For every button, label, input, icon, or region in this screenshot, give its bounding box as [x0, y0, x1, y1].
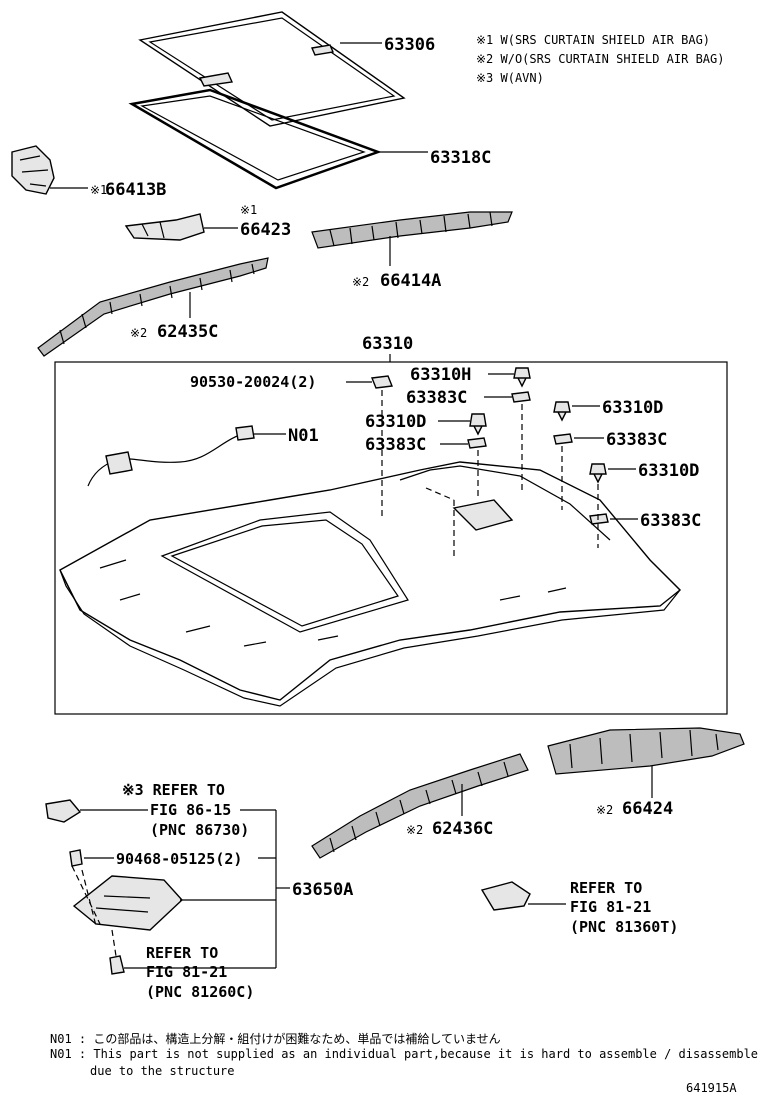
clip-icon [469, 413, 487, 436]
pad-icon [371, 375, 393, 389]
ref1-line1: ※3 REFER TO [122, 781, 225, 799]
label-63318C: 63318C [430, 148, 491, 168]
footnote-en-1: N01 : This part is not supplied as an in… [50, 1047, 758, 1061]
label-66423: 66423 [240, 220, 291, 240]
clip-icon [511, 391, 531, 403]
label-66414A: 66414A [380, 271, 441, 291]
label-63310D-1: 63310D [365, 412, 426, 432]
label-90530: 90530-20024(2) [190, 373, 316, 391]
ref2-line1: REFER TO [570, 879, 642, 897]
legend-line-2: ※2 W/O(SRS CURTAIN SHIELD AIR BAG) [476, 52, 724, 66]
mark-66423: ※1 [240, 203, 257, 217]
mark-62435C: ※2 [130, 326, 147, 340]
label-63310H: 63310H [410, 365, 471, 385]
footnote-jp: N01 : この部品は、構造上分解・組付けが困難なため、単品では補給していません [50, 1031, 501, 1046]
pillar-garnish-62436C-icon [311, 753, 529, 859]
label-63310D-2: 63310D [602, 398, 663, 418]
clip-icon [553, 401, 571, 422]
label-90468: 90468-05125(2) [116, 850, 242, 868]
ref3-line1: REFER TO [146, 944, 218, 962]
label-63306: 63306 [384, 35, 435, 55]
map-lamp-icon [71, 865, 183, 931]
headliner-assembly-frame [54, 361, 728, 715]
room-lamp-icon [480, 881, 531, 911]
ref3-line2: FIG 81-21 [146, 963, 227, 981]
clip-icon [589, 513, 609, 525]
label-62435C: 62435C [157, 322, 218, 342]
headliner-icon [59, 461, 682, 707]
legend-line-3: ※3 W(AVN) [476, 71, 544, 85]
figure-id: 641915A [686, 1081, 737, 1095]
label-N01: N01 [288, 426, 319, 446]
label-63383C-3: 63383C [606, 430, 667, 450]
lamp-socket-icon [45, 799, 82, 823]
screw-icon [69, 849, 83, 867]
clip-icon [553, 433, 573, 445]
label-62436C: 62436C [432, 819, 493, 839]
clip-icon [513, 367, 531, 388]
wire-harness-icon [87, 425, 255, 487]
clip-icon [467, 437, 487, 449]
pillar-garnish-62435C-icon [37, 257, 269, 357]
mark-66414A: ※2 [352, 275, 369, 289]
bracket-icon [11, 145, 55, 195]
rail-cover-66414A-icon [311, 211, 513, 249]
ref1-line3: (PNC 86730) [150, 821, 249, 839]
bulb-icon [109, 929, 125, 975]
bracket-icon [124, 213, 205, 241]
label-63310: 63310 [362, 334, 413, 354]
label-66424: 66424 [622, 799, 673, 819]
sunroof-glass-icon [138, 11, 406, 127]
label-63383C-2: 63383C [365, 435, 426, 455]
ref2-line3: (PNC 81360T) [570, 918, 678, 936]
ref1-line2: FIG 86-15 [150, 801, 231, 819]
mark-66413B: ※1 [90, 183, 107, 197]
footnote-en-2: due to the structure [90, 1064, 235, 1078]
label-63650A: 63650A [292, 880, 353, 900]
legend: ※1 W(SRS CURTAIN SHIELD AIR BAG) ※2 W/O(… [476, 33, 724, 85]
label-63310D-3: 63310D [638, 461, 699, 481]
clip-icon [589, 463, 607, 484]
label-63383C-1: 63383C [406, 388, 467, 408]
mark-62436C: ※2 [406, 823, 423, 837]
ref3-line3: (PNC 81260C) [146, 983, 254, 1001]
legend-line-1: ※1 W(SRS CURTAIN SHIELD AIR BAG) [476, 33, 710, 47]
label-63383C-4: 63383C [640, 511, 701, 531]
label-66413B: 66413B [105, 180, 166, 200]
ref2-line2: FIG 81-21 [570, 898, 651, 916]
rail-cover-66424-icon [547, 727, 745, 775]
mark-66424: ※2 [596, 803, 613, 817]
